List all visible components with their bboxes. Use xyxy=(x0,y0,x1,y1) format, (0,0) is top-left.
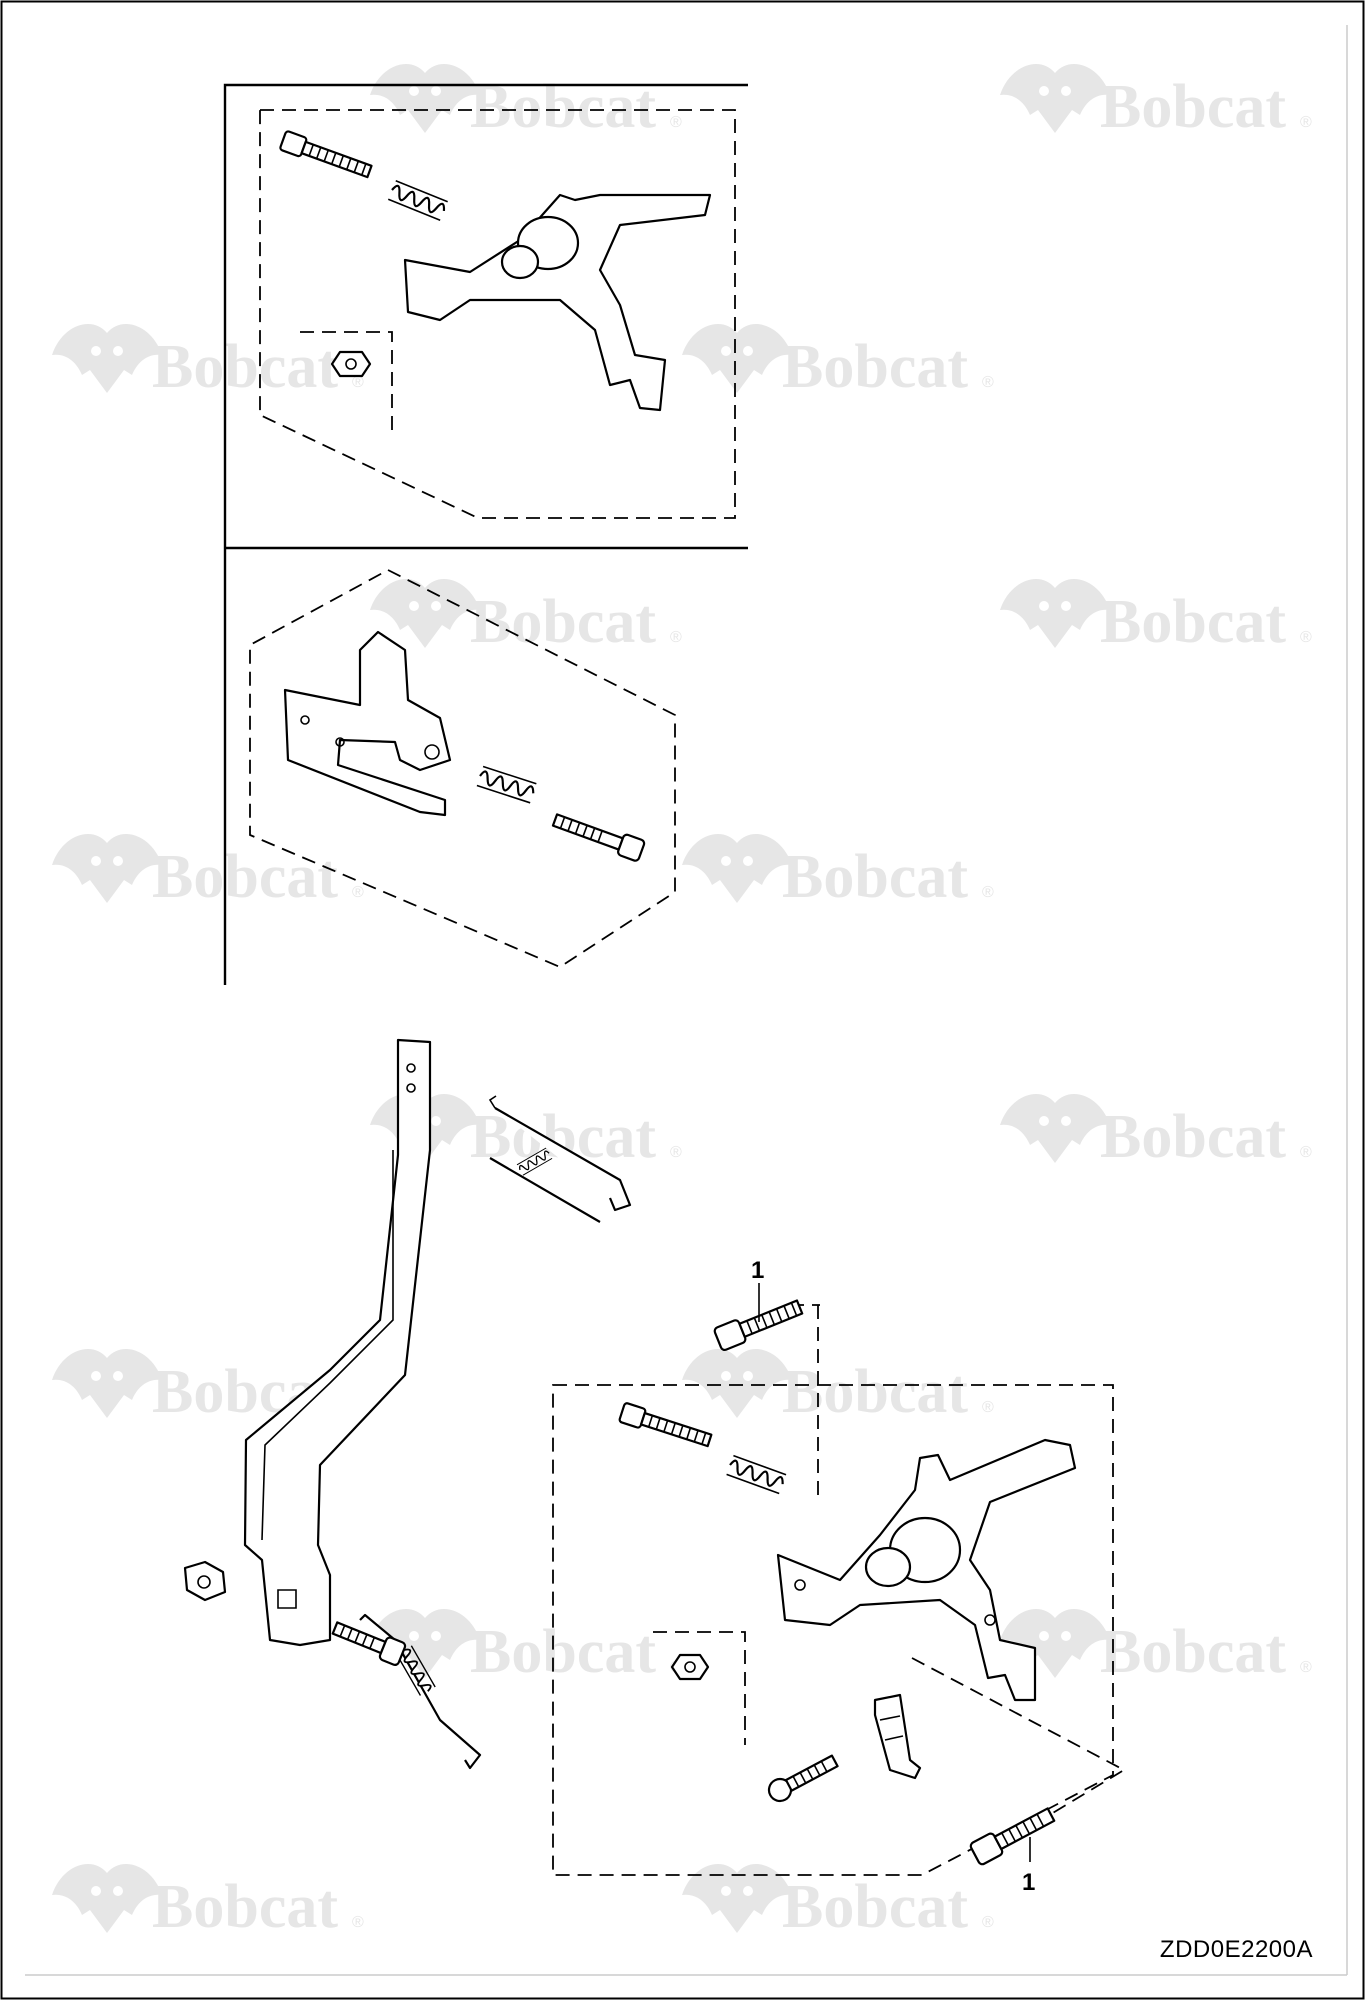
hex-nut xyxy=(670,1653,710,1681)
svg-text:®: ® xyxy=(670,629,682,646)
watermark-text: Bobcat xyxy=(782,333,968,401)
watermark-text: Bobcat xyxy=(1100,1618,1286,1686)
inset-governor-assembly-top xyxy=(259,109,736,519)
svg-text:®: ® xyxy=(1300,1144,1312,1161)
watermark-text: Bobcat xyxy=(152,1873,338,1941)
inset-governor-assembly-lower: 1 1 xyxy=(552,1257,1126,1896)
watermark-text: Bobcat xyxy=(1100,1103,1286,1171)
flange-nut xyxy=(183,1560,227,1602)
screw xyxy=(767,1754,839,1803)
svg-text:®: ® xyxy=(1300,114,1312,131)
watermark-text: Bobcat xyxy=(1100,73,1286,141)
watermark-text: Bobcat xyxy=(470,73,656,141)
svg-text:®: ® xyxy=(982,374,994,391)
inset-frame xyxy=(223,83,748,985)
svg-text:®: ® xyxy=(982,1399,994,1416)
svg-text:®: ® xyxy=(670,1144,682,1161)
svg-text:®: ® xyxy=(982,884,994,901)
watermark-text: Bobcat xyxy=(782,1358,968,1426)
flange-bolt-bottom xyxy=(969,1807,1056,1866)
main-exploded-view xyxy=(183,1038,632,1770)
watermark-text: Bobcat xyxy=(152,843,338,911)
watermark-text: Bobcat xyxy=(470,1618,656,1686)
callout-label: 1 xyxy=(1022,1869,1035,1896)
watermark-text: Bobcat xyxy=(1100,588,1286,656)
svg-text:®: ® xyxy=(670,114,682,131)
watermark-text: Bobcat xyxy=(782,843,968,911)
flange-bolt-top xyxy=(713,1299,804,1352)
svg-text:®: ® xyxy=(982,1914,994,1931)
svg-text:®: ® xyxy=(1300,629,1312,646)
figure-code: ZDD0E2200A xyxy=(1159,1936,1313,1963)
throttle-lever-arm xyxy=(243,1038,432,1647)
svg-text:®: ® xyxy=(352,374,364,391)
callout-label: 1 xyxy=(751,1257,764,1284)
inset-governor-assembly-middle xyxy=(249,568,676,969)
svg-text:®: ® xyxy=(352,1914,364,1931)
watermark-text: Bobcat xyxy=(152,333,338,401)
watermark-text: Bobcat xyxy=(470,588,656,656)
svg-text:®: ® xyxy=(1300,1659,1312,1676)
watermark-text: Bobcat xyxy=(782,1873,968,1941)
svg-text:®: ® xyxy=(352,884,364,901)
watermark-layer: Bobcat® Bobcat® Bobcat® Bobcat® Bobcat® … xyxy=(52,64,1312,1941)
